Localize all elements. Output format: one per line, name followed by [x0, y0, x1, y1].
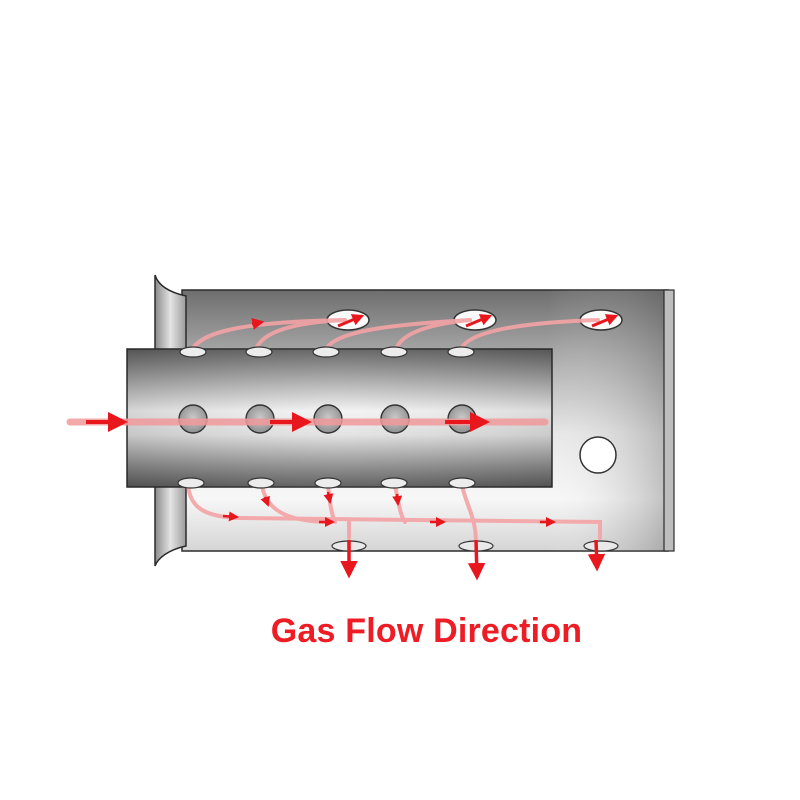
outlet-arrows	[340, 539, 606, 581]
upper-flow-trails	[188, 318, 600, 357]
lower-flow-trails	[186, 483, 602, 542]
outer-side-hole	[579, 436, 617, 474]
tube-top-slots	[179, 346, 475, 358]
diagram-caption: Gas Flow Direction	[270, 612, 583, 650]
tube-bottom-slots	[177, 477, 476, 489]
lower-flow-arrows	[222, 491, 556, 527]
upper-flow-arrows	[251, 314, 619, 330]
inner-perforated-tube	[126, 346, 553, 489]
